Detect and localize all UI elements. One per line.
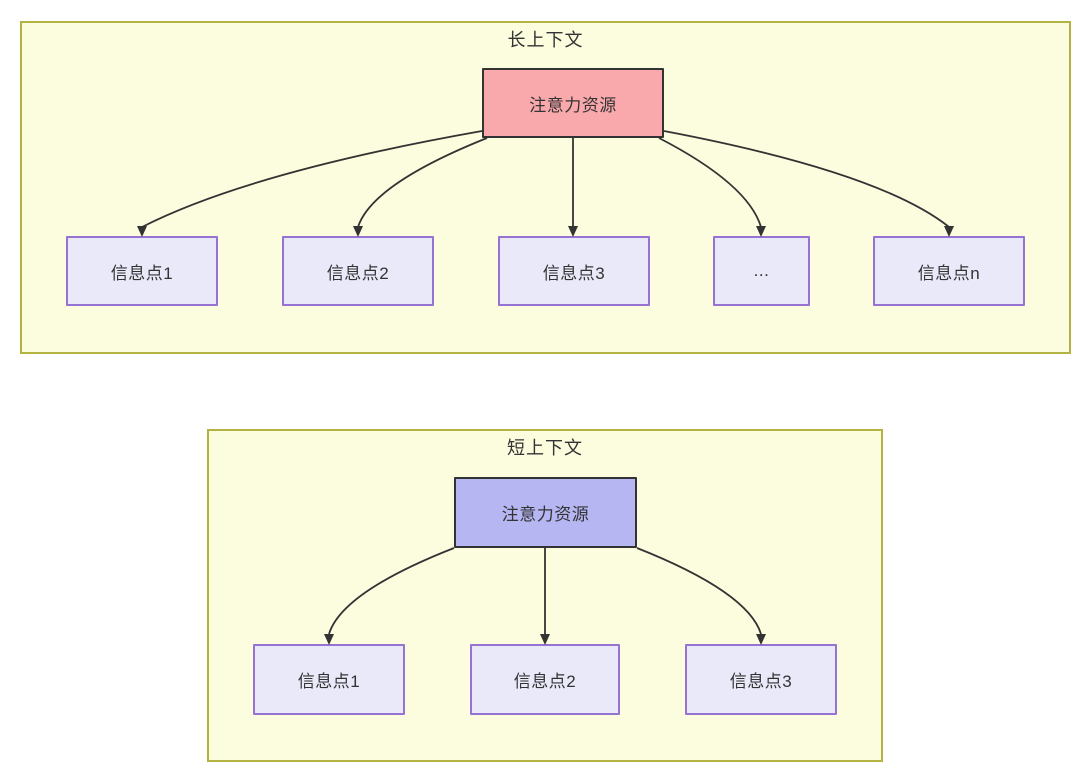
long-context-title: 长上下文: [507, 30, 584, 50]
long-info-point-2-node: 信息点2: [282, 236, 434, 306]
long-attention-resource-node: 注意力资源: [482, 68, 664, 138]
long-info-point-1-node: 信息点1: [66, 236, 218, 306]
short-info-point-1-node: 信息点1: [253, 644, 405, 715]
short-info-point-3-node: 信息点3: [685, 644, 837, 715]
short-info-point-2-node: 信息点2: [470, 644, 620, 715]
long-info-point-ellipsis-node: ...: [713, 236, 810, 306]
long-info-point-3-node: 信息点3: [498, 236, 650, 306]
short-context-title: 短上下文: [507, 438, 583, 458]
long-info-point-n-node: 信息点n: [873, 236, 1025, 306]
short-attention-resource-node: 注意力资源: [454, 477, 637, 548]
